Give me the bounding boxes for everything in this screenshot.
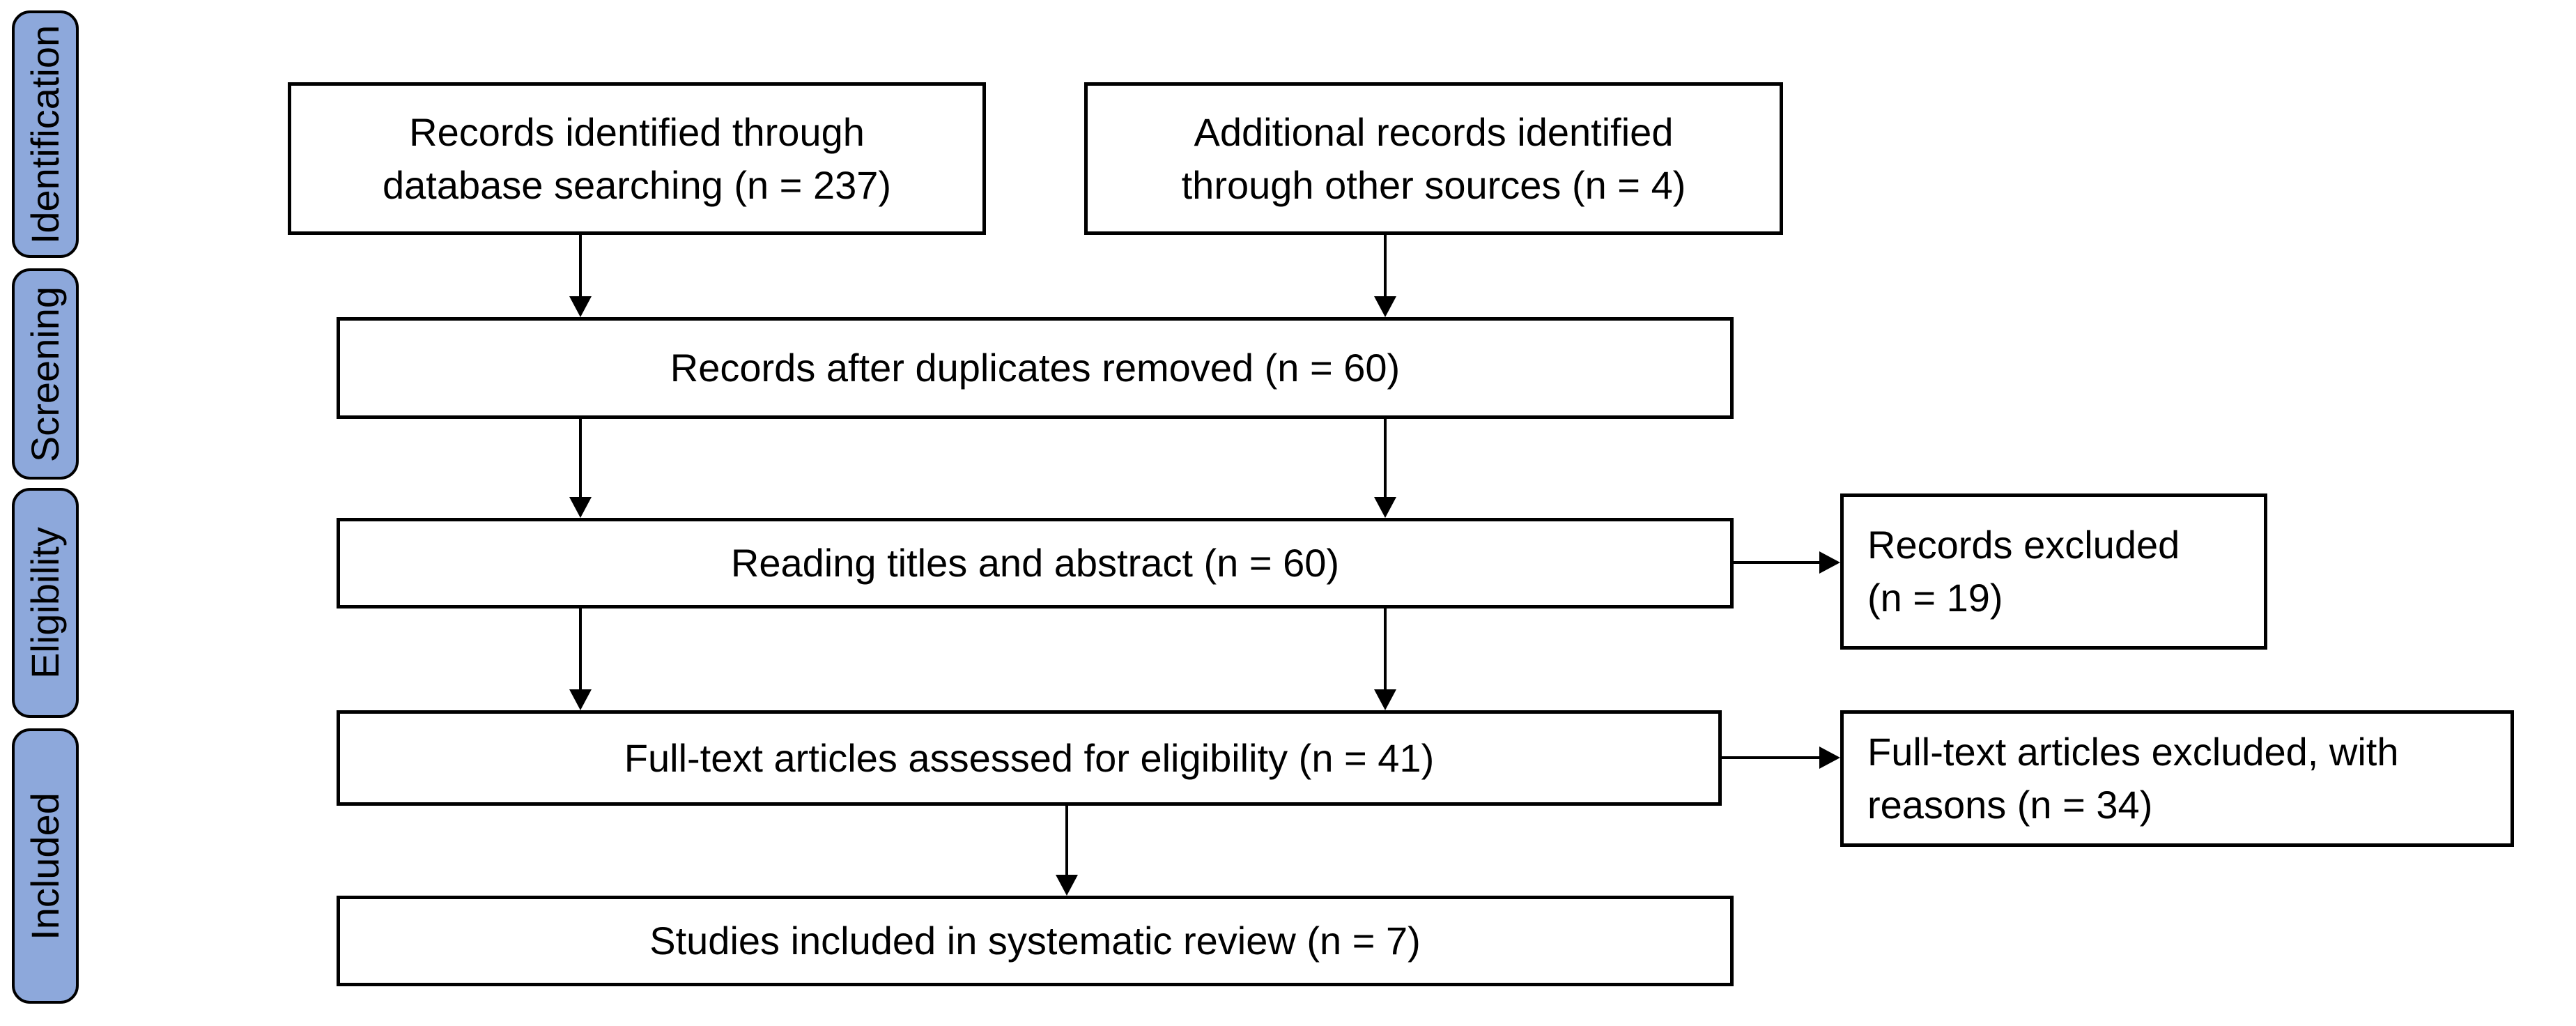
arrow-line	[1384, 608, 1387, 694]
arrow-head-icon	[1374, 497, 1396, 518]
arrow-fulltext-to-fulltext-excluded	[1722, 746, 1840, 769]
flow-box-duplicates-removed: Records after duplicates removed (n = 60…	[337, 317, 1734, 419]
arrow-titles-to-records-excluded	[1734, 551, 1840, 574]
arrow-line	[579, 419, 582, 501]
arrow-head-icon	[1819, 746, 1840, 769]
arrow-line	[1384, 235, 1387, 300]
stage-screening: Screening	[12, 268, 79, 480]
flow-box-studies-included: Studies included in systematic review (n…	[337, 896, 1734, 986]
stage-screening-label: Screening	[23, 286, 68, 462]
arrow-head-icon	[569, 689, 592, 710]
arrow-head-icon	[1056, 875, 1078, 896]
arrow-titles-to-fulltext-left	[569, 608, 592, 710]
flow-box-additional-records: Additional records identified through ot…	[1084, 82, 1783, 235]
arrow-line	[579, 608, 582, 694]
arrow-line	[579, 235, 582, 300]
flow-box-records-identified: Records identified through database sear…	[288, 82, 986, 235]
arrow-line	[1722, 756, 1823, 759]
flow-box-fulltext-excluded: Full-text articles excluded, with reason…	[1840, 710, 2514, 847]
arrow-line	[1734, 561, 1823, 564]
arrow-titles-to-fulltext-right	[1374, 608, 1396, 710]
flow-box-titles-abstract: Reading titles and abstract (n = 60)	[337, 518, 1734, 608]
stage-eligibility: Eligibility	[12, 488, 79, 718]
arrow-head-icon	[1374, 296, 1396, 317]
arrow-head-icon	[1374, 689, 1396, 710]
arrow-additional-to-duplicates	[1374, 235, 1396, 317]
arrow-head-icon	[1819, 551, 1840, 574]
arrow-duplicates-to-titles-right	[1374, 419, 1396, 518]
stage-included: Included	[12, 728, 79, 1004]
stage-included-label: Included	[23, 792, 68, 940]
arrow-head-icon	[569, 497, 592, 518]
arrow-line	[1065, 806, 1068, 879]
flow-box-fulltext-assessed: Full-text articles assessed for eligibil…	[337, 710, 1722, 806]
arrow-duplicates-to-titles-left	[569, 419, 592, 518]
arrow-line	[1384, 419, 1387, 501]
arrow-fulltext-to-included	[1056, 806, 1078, 896]
flow-box-records-excluded: Records excluded (n = 19)	[1840, 493, 2267, 650]
arrow-head-icon	[569, 296, 592, 317]
arrow-identified-to-duplicates	[569, 235, 592, 317]
stage-eligibility-label: Eligibility	[23, 527, 68, 679]
stage-identification: Identification	[12, 10, 79, 258]
stage-identification-label: Identification	[23, 24, 67, 244]
